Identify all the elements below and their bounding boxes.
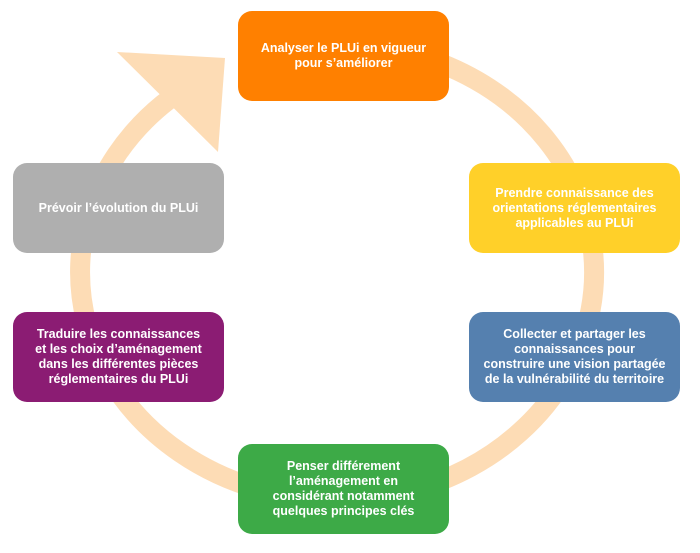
step-translate-into-regulations: Traduire les connaissances et les choix … [13, 312, 224, 402]
step-regulatory-orientations: Prendre connaissance des orientations ré… [469, 163, 680, 253]
step-analyze-plui: Analyser le PLUi en vigueur pour s’améli… [238, 11, 449, 101]
cycle-ring [70, 34, 605, 510]
step-rethink-planning: Penser différement l’aménagement en cons… [238, 444, 449, 534]
step-collect-share-knowledge: Collecter et partager les connaissances … [469, 312, 680, 402]
step-plan-evolution: Prévoir l’évolution du PLUi [13, 163, 224, 253]
arrowhead [117, 52, 225, 152]
